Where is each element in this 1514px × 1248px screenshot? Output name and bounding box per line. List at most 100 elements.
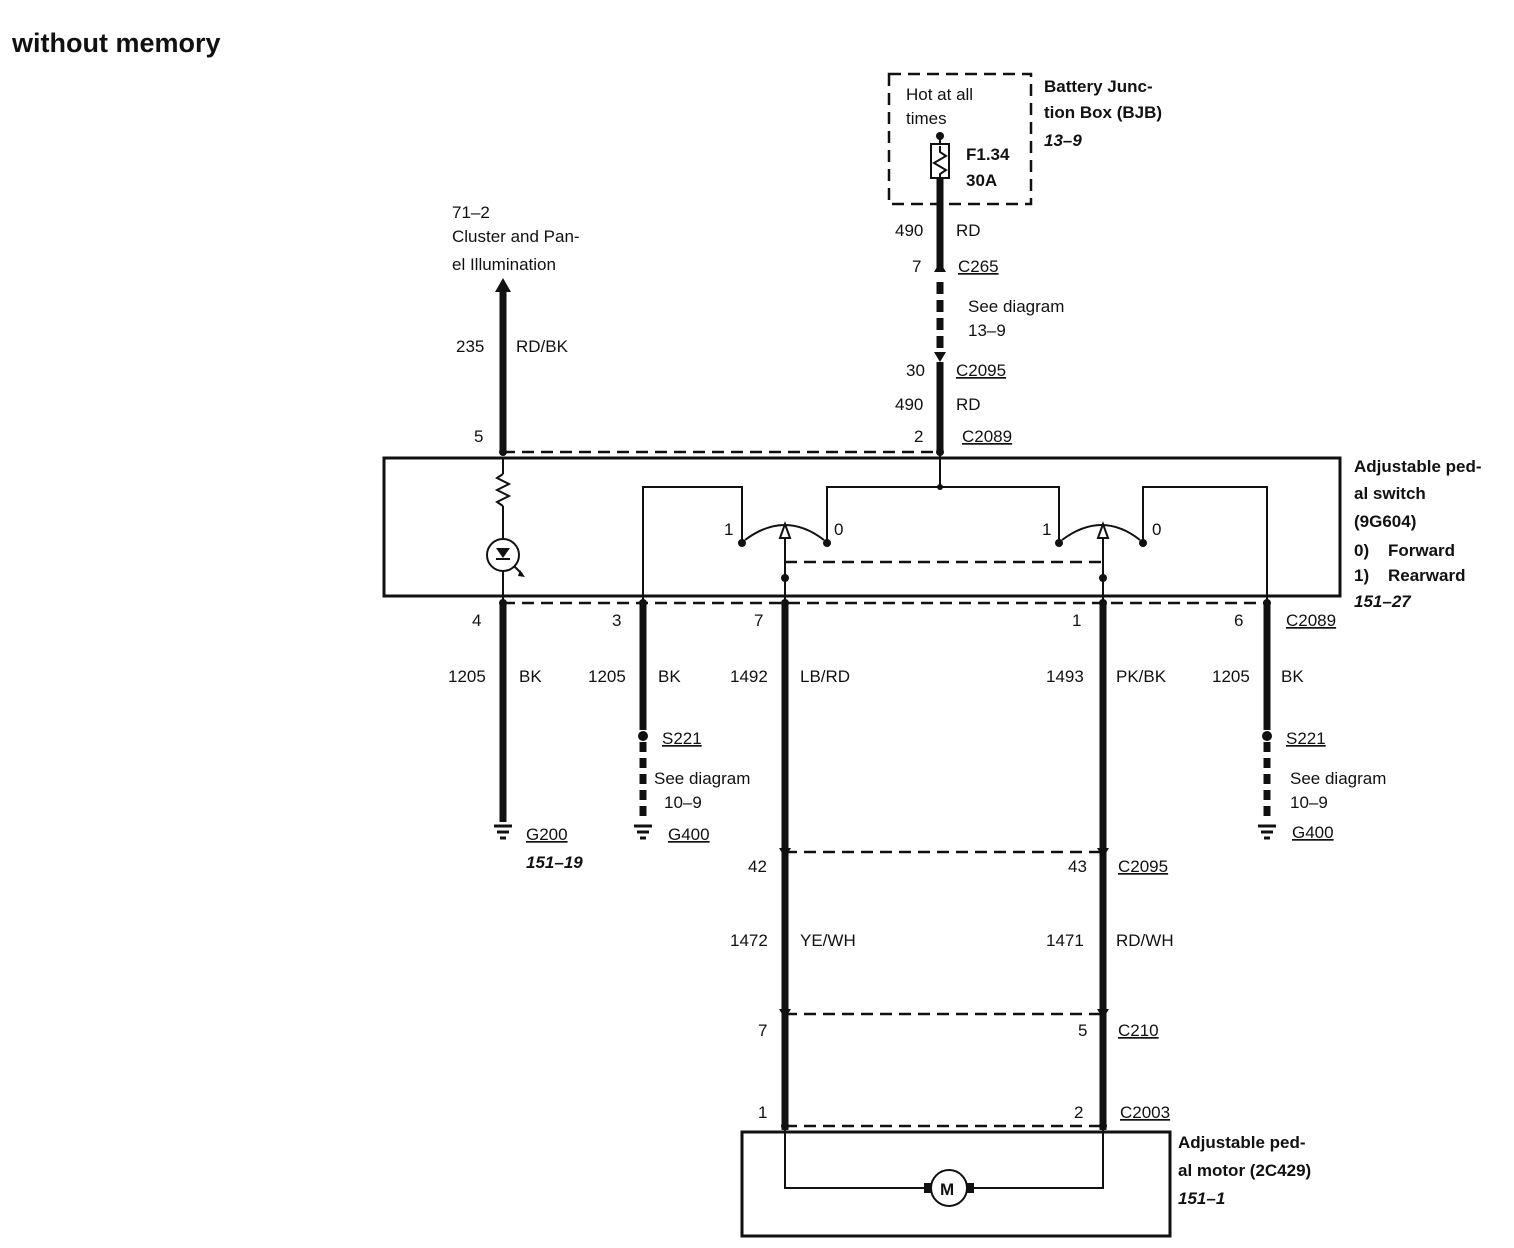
color-bk-a: BK	[519, 667, 542, 686]
switch-arc-right	[1061, 524, 1141, 541]
color-bk-b: BK	[658, 667, 681, 686]
switch-wiper-right-icon	[1096, 521, 1110, 539]
switch-pos1: Rearward	[1388, 566, 1465, 585]
illum-ref: 71–2	[452, 203, 490, 222]
ground-g400-left-label: G400	[668, 825, 710, 844]
pin-c265: 7	[912, 257, 921, 276]
circuit-1493: 1493	[1046, 667, 1084, 686]
switch-name-3: (9G604)	[1354, 512, 1416, 531]
connector-c2095-arrow	[934, 352, 946, 362]
switch-name-2: al switch	[1354, 484, 1426, 503]
contact-0-right: 0	[1152, 520, 1161, 539]
ground-g200-label: G200	[526, 825, 568, 844]
arrow-up-icon	[495, 278, 511, 292]
connector-c2003: C2003	[1120, 1103, 1170, 1122]
pin-c2003-2: 2	[1074, 1103, 1083, 1122]
circuit-490-top: 490	[895, 221, 923, 240]
circuit-1205-c: 1205	[1212, 667, 1250, 686]
circuit-490-bottom: 490	[895, 395, 923, 414]
circuit-1205-b: 1205	[588, 667, 626, 686]
see-diagram-right-2: 10–9	[1290, 793, 1328, 812]
connector-c2095-top: C2095	[956, 361, 1006, 380]
see-diagram-2: 13–9	[968, 321, 1006, 340]
color-rd-bk: RD/BK	[516, 337, 569, 356]
pin-c210-7: 7	[758, 1021, 767, 1040]
motor-icon: M	[924, 1169, 974, 1207]
ground-g400-right-label: G400	[1292, 823, 1334, 842]
bjb-name-1: Battery Junc-	[1044, 77, 1153, 96]
pin-c2095-30: 30	[906, 361, 925, 380]
pin-1: 1	[1072, 611, 1081, 630]
switch-pos0-num: 0)	[1354, 541, 1369, 560]
ground-g400-left-icon	[634, 824, 652, 840]
switch-wiper-left-icon	[778, 521, 792, 539]
bjb-box	[887, 72, 1033, 206]
illum-name-2: el Illumination	[452, 255, 556, 274]
contact-0-left: 0	[834, 520, 843, 539]
splice-s221-right	[1262, 731, 1272, 741]
pin-4: 4	[472, 611, 481, 630]
ground-g200-icon	[494, 824, 512, 840]
motor-box	[740, 1130, 1172, 1238]
switch-pos1-num: 1)	[1354, 566, 1369, 585]
pin-c2003-1: 1	[758, 1103, 767, 1122]
motor-name-2: al motor (2C429)	[1178, 1161, 1311, 1180]
bjb-ref: 13–9	[1044, 131, 1082, 150]
pin-2: 2	[914, 427, 923, 446]
fuse-icon	[930, 143, 950, 179]
switch-internal-right	[1142, 486, 1268, 600]
see-diagram-left-1: See diagram	[654, 769, 750, 788]
color-rd-wh: RD/WH	[1116, 931, 1174, 950]
hot-at-all-times-label-1: Hot at all	[906, 85, 973, 104]
switch-name-1: Adjustable ped-	[1354, 457, 1482, 476]
see-diagram-left-2: 10–9	[664, 793, 702, 812]
color-rd-bottom: RD	[956, 395, 981, 414]
switch-pos0: Forward	[1388, 541, 1455, 560]
pin-6: 6	[1234, 611, 1243, 630]
contact-1-left: 1	[724, 520, 733, 539]
see-diagram-right-1: See diagram	[1290, 769, 1386, 788]
fuse-id: F1.34	[966, 145, 1010, 164]
resistor-icon	[494, 473, 512, 507]
splice-s221-left	[638, 731, 648, 741]
fuse-rating: 30A	[966, 171, 997, 190]
illum-name-1: Cluster and Pan-	[452, 227, 580, 246]
pin-42: 42	[748, 857, 767, 876]
connector-c2095-bottom: C2095	[1118, 857, 1168, 876]
ground-g200-ref: 151–19	[526, 853, 583, 872]
pin-7: 7	[754, 611, 763, 630]
color-bk-c: BK	[1281, 667, 1304, 686]
circuit-235: 235	[456, 337, 484, 356]
circuit-1205-a: 1205	[448, 667, 486, 686]
motor-symbol: M	[940, 1180, 954, 1199]
diagram-title: without memory	[11, 28, 221, 58]
contact-1-right: 1	[1042, 520, 1051, 539]
circuit-1472: 1472	[730, 931, 768, 950]
connector-c210: C210	[1118, 1021, 1159, 1040]
bjb-name-2: tion Box (BJB)	[1044, 103, 1162, 122]
pin-43: 43	[1068, 857, 1087, 876]
connector-c265: C265	[958, 257, 999, 276]
color-ye-wh: YE/WH	[800, 931, 856, 950]
connector-c265-arrow	[934, 262, 946, 272]
circuit-1492: 1492	[730, 667, 768, 686]
color-lb-rd: LB/RD	[800, 667, 850, 686]
connector-c2089-top: C2089	[962, 427, 1012, 446]
motor-ref: 151–1	[1178, 1189, 1225, 1208]
splice-s221-right-label: S221	[1286, 729, 1326, 748]
pin-5: 5	[474, 427, 483, 446]
switch-internal-center	[826, 486, 1060, 540]
pin-3: 3	[612, 611, 621, 630]
color-pk-bk: PK/BK	[1116, 667, 1167, 686]
splice-s221-left-label: S221	[662, 729, 702, 748]
switch-box	[382, 456, 1342, 598]
ground-g400-right-icon	[1258, 824, 1276, 840]
switch-internal-left	[642, 486, 743, 600]
circuit-1471: 1471	[1046, 931, 1084, 950]
pin-c210-5: 5	[1078, 1021, 1087, 1040]
motor-name-1: Adjustable ped-	[1178, 1133, 1306, 1152]
switch-ref: 151–27	[1354, 592, 1412, 611]
connector-c2089-bottom: C2089	[1286, 611, 1336, 630]
hot-at-all-times-label-2: times	[906, 109, 947, 128]
